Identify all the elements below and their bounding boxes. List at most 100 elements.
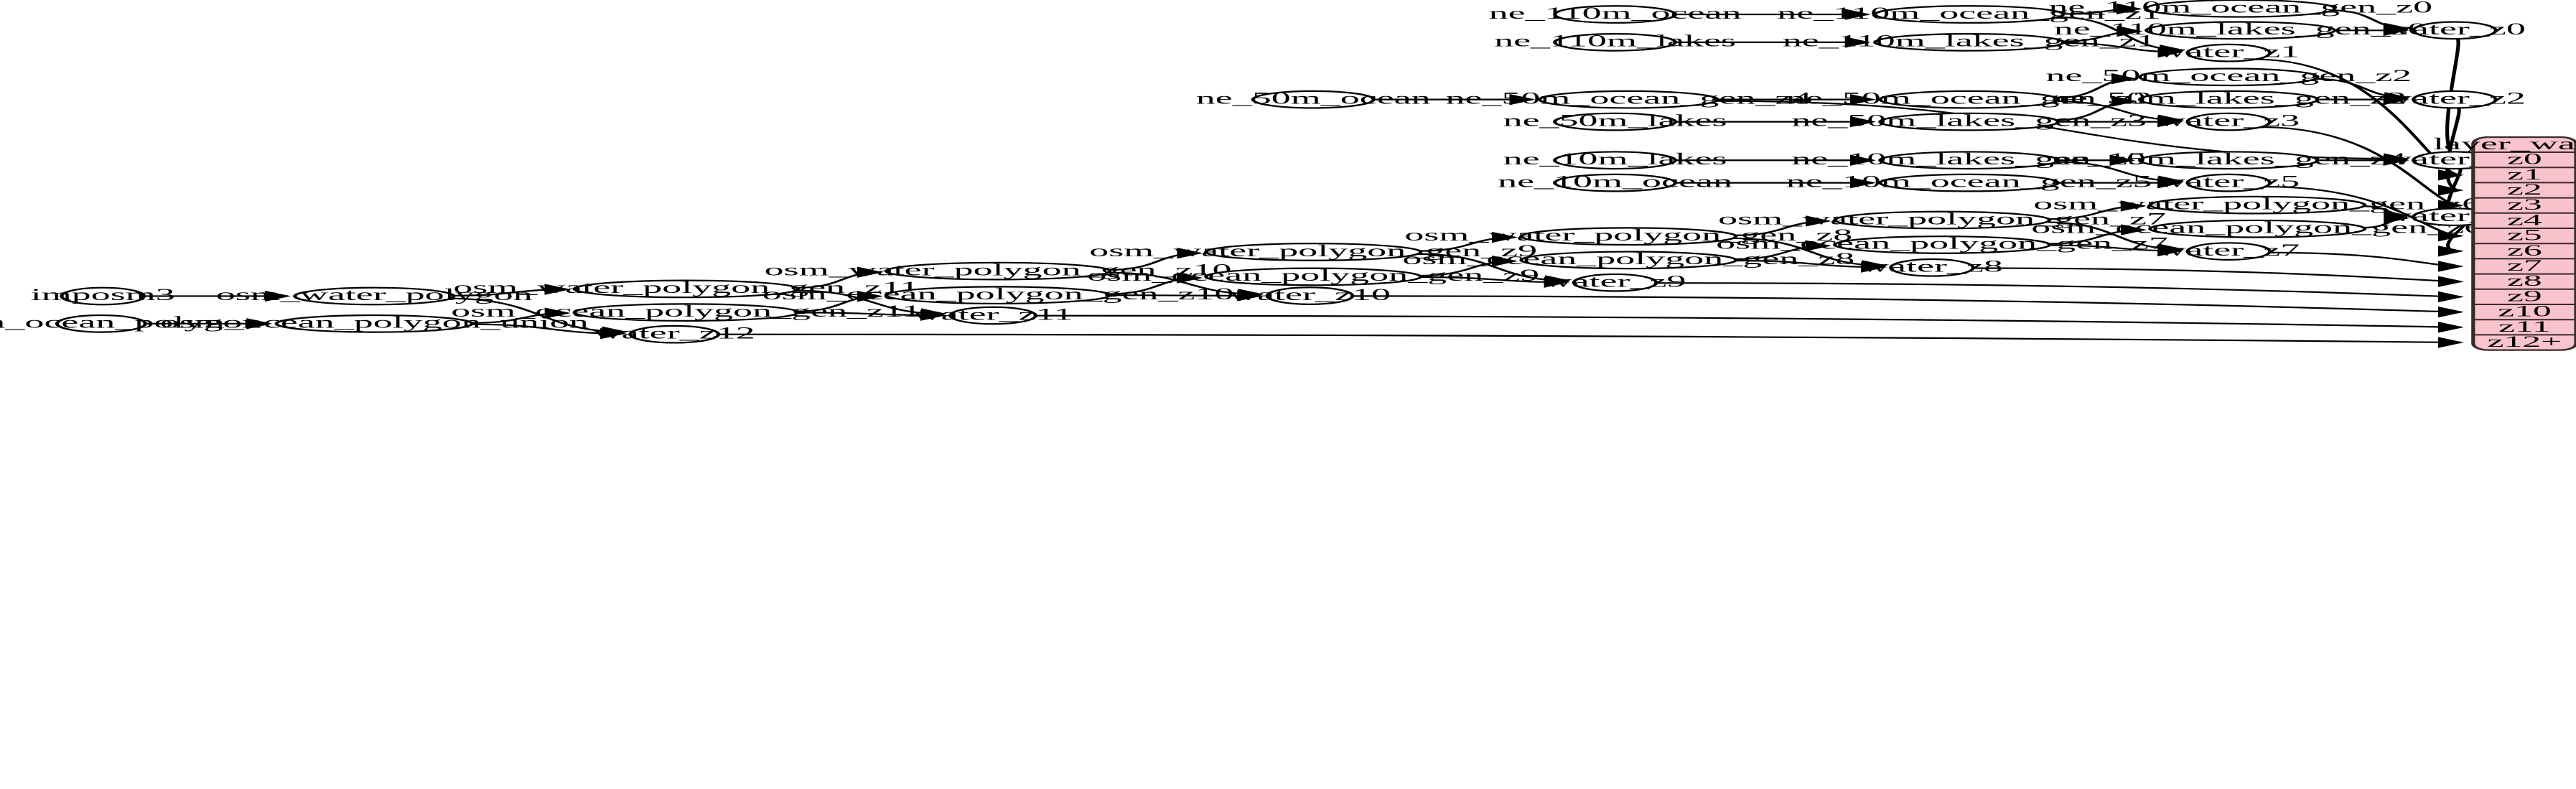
graph-node-ne_10m_ocean_gen_z5[interactable]: ne_10m_ocean_gen_z5 (1786, 172, 2152, 192)
graph-node-ne_50m_lakes_gen_z2[interactable]: ne_50m_lakes_gen_z2 (2051, 89, 2407, 109)
graph-node-osm_ocean_polygon_union[interactable]: osm_ocean_polygon_union (160, 313, 589, 333)
graph-edge (1420, 276, 1570, 288)
graph-edge (2063, 25, 2143, 42)
node-label: ne_110m_lakes_gen_z1 (1783, 32, 2156, 50)
graph-node-water_z9[interactable]: water_z9 (1544, 272, 1686, 292)
table-row-z0[interactable]: z0 (2507, 150, 2542, 167)
node-outline (2137, 67, 2320, 87)
graph-node-water_z0[interactable]: water_z0 (2384, 20, 2526, 40)
graph-node-ne_110m_ocean_gen_z1[interactable]: ne_110m_ocean_gen_z1 (1777, 4, 2161, 24)
node-label: ne_110m_lakes_gen_z0 (2054, 20, 2427, 38)
graph-node-ne_50m_ocean[interactable]: ne_50m_ocean (1196, 89, 1431, 109)
graph-edge (2063, 42, 2184, 58)
graph-node-osm_water_polygon_gen_z7[interactable]: osm_water_polygon_gen_z7 (1718, 210, 2166, 230)
graph-node-osm_water_polygon_gen_z8[interactable]: osm_water_polygon_gen_z8 (1404, 225, 1852, 246)
graph-node-water_z10[interactable]: water_z10 (1229, 285, 1391, 305)
node-outline (1889, 258, 1975, 277)
graph-node-ne_50m_ocean_gen_z3[interactable]: ne_50m_ocean_gen_z3 (1786, 89, 2152, 109)
node-outline (572, 279, 800, 299)
graph-node-osm_ocean_polygon_gen_z10[interactable]: osm_ocean_polygon_gen_z10 (762, 284, 1234, 305)
table-row-z6[interactable]: z6 (2507, 241, 2542, 258)
graph-edge (1419, 256, 1518, 277)
node-outline (1537, 90, 1719, 109)
graph-node-ne_50m_ocean_gen_z2[interactable]: ne_50m_ocean_gen_z2 (2045, 67, 2412, 87)
graph-node-water_z5[interactable]: water_z5 (2157, 172, 2300, 192)
node-label: osm_water_polygon_gen_z7 (1718, 210, 2166, 228)
graph-node-water_z2[interactable]: water_z2 (2384, 89, 2526, 109)
table-row-z7[interactable]: z7 (2507, 257, 2542, 274)
graph-edge (2063, 3, 2143, 15)
node-label: water_z5 (2157, 172, 2300, 190)
node-outline (884, 261, 1112, 281)
node-label: ne_50m_lakes_gen_z3 (1791, 111, 2147, 129)
graph-node-osm_ocean_polygon_gen_z7[interactable]: osm_ocean_polygon_gen_z7 (1716, 234, 2168, 254)
graph-node-ne_110m_ocean[interactable]: ne_110m_ocean (1489, 4, 1742, 24)
layer-water-table-header: layer_water (2433, 134, 2576, 152)
graph-edge (2363, 213, 2410, 229)
graph-node-osm_ocean_polygon_gen_z8[interactable]: osm_ocean_polygon_gen_z8 (1402, 250, 1854, 270)
node-label: osm_water_polygon_gen_z8 (1404, 225, 1852, 243)
graph-node-ne_110m_lakes[interactable]: ne_110m_lakes (1494, 32, 1736, 52)
graph-node-water_z7[interactable]: water_z7 (2157, 241, 2300, 261)
table-row-z1[interactable]: z1 (2507, 165, 2542, 182)
graph-edge (471, 307, 571, 324)
node-label: osm_ocean_polygon_gen_z8 (1402, 250, 1854, 268)
graph-edge (2056, 95, 2138, 121)
table-row-z3[interactable]: z3 (2507, 196, 2542, 213)
graph-node-ne_110m_ocean_gen_z0[interactable]: ne_110m_ocean_gen_z0 (2048, 0, 2432, 18)
graph-node-ne_110m_lakes_gen_z0[interactable]: ne_110m_lakes_gen_z0 (2054, 20, 2427, 40)
graph-node-ne_10m_lakes_gen_z4[interactable]: ne_10m_lakes_gen_z4 (2051, 150, 2407, 170)
table-row-z11[interactable]: z11 (2498, 317, 2551, 335)
table-row-z4[interactable]: z4 (2507, 211, 2542, 228)
node-outline (2412, 21, 2498, 40)
table-row-z9[interactable]: z9 (2507, 287, 2542, 304)
graph-node-water_z12[interactable]: water_z12 (594, 324, 755, 344)
table-row-z5[interactable]: z5 (2507, 226, 2542, 243)
graph-node-osm_ocean_polygon[interactable]: osm_ocean_polygon (0, 313, 262, 333)
node-outline (884, 286, 1112, 305)
graph-node-ne_50m_ocean_gen_z4[interactable]: ne_50m_ocean_gen_z4 (1445, 89, 1812, 109)
graph-node-ne_50m_lakes_gen_z3[interactable]: ne_50m_lakes_gen_z3 (1791, 111, 2147, 131)
graph-node-osm_ocean_polygon_gen_z11[interactable]: osm_ocean_polygon_gen_z11 (451, 302, 921, 322)
graph-node-water_z3[interactable]: water_z3 (2157, 111, 2300, 131)
graph-node-water_z1[interactable]: water_z1 (2157, 42, 2300, 62)
graph-node-ne_10m_lakes_gen_z5[interactable]: ne_10m_lakes_gen_z5 (1791, 150, 2147, 170)
table-row-z12+[interactable]: z12+ (2488, 333, 2562, 350)
graph-edge (1735, 240, 1831, 261)
node-label: osm_ocean_polygon_gen_z6 (2031, 218, 2483, 236)
graph-node-osm_ocean_polygon_gen_z9[interactable]: osm_ocean_polygon_gen_z9 (1087, 266, 1539, 286)
node-outline (628, 325, 721, 344)
node-outline (1873, 32, 2066, 52)
node-outline (1553, 112, 1678, 131)
graph-node-osm_water_polygon_gen_z9[interactable]: osm_water_polygon_gen_z9 (1089, 241, 1537, 261)
node-label: osm_ocean_polygon (0, 313, 262, 331)
node-outline (60, 286, 146, 306)
table-row-z8[interactable]: z8 (2507, 272, 2542, 289)
node-outline (1553, 32, 1678, 52)
graph-node-ne_50m_lakes[interactable]: ne_50m_lakes (1503, 111, 1727, 131)
graph-edge (1419, 231, 1518, 252)
layer-water-table: layer_waterz0z1z2z3z4z5z6z7z8z9z10z11z12… (2433, 134, 2576, 351)
graph-node-osm_ocean_polygon_gen_z6[interactable]: osm_ocean_polygon_gen_z6 (2031, 218, 2483, 238)
node-label: osm_water_polygon_gen_z6 (2033, 195, 2481, 213)
graph-node-ne_110m_lakes_gen_z1[interactable]: ne_110m_lakes_gen_z1 (1783, 32, 2156, 52)
graph-node-water_z11[interactable]: water_z11 (913, 305, 1073, 325)
table-row-z10[interactable]: z10 (2498, 302, 2552, 319)
graph-node-ne_10m_ocean[interactable]: ne_10m_ocean (1498, 172, 1732, 192)
graph-node-osm_water_polygon_gen_z6[interactable]: osm_water_polygon_gen_z6 (2033, 195, 2481, 215)
graph-node-osm_water_polygon_gen_z10[interactable]: osm_water_polygon_gen_z10 (765, 261, 1232, 281)
node-outline (1833, 235, 2052, 254)
node-label: water_z3 (2157, 111, 2300, 129)
graph-node-water_z8[interactable]: water_z8 (1861, 257, 2003, 277)
graph-edge (1109, 290, 1264, 302)
graph-node-osm_water_polygon_gen_z11[interactable]: osm_water_polygon_gen_z11 (453, 279, 919, 299)
node-outline (1519, 251, 1738, 270)
node-label: osm_water_polygon_gen_z11 (453, 279, 919, 297)
graph-node-ne_10m_lakes[interactable]: ne_10m_lakes (1503, 150, 1727, 170)
graph-node-osm_water_polygon[interactable]: osm_water_polygon (216, 286, 533, 306)
table-row-z2[interactable]: z2 (2507, 181, 2542, 198)
node-label: ne_50m_ocean_gen_z2 (2045, 67, 2412, 85)
graph-node-imposm3[interactable]: imposm3 (31, 286, 175, 306)
node-outline (948, 306, 1038, 325)
node-label: ne_10m_lakes_gen_z4 (2051, 150, 2407, 168)
